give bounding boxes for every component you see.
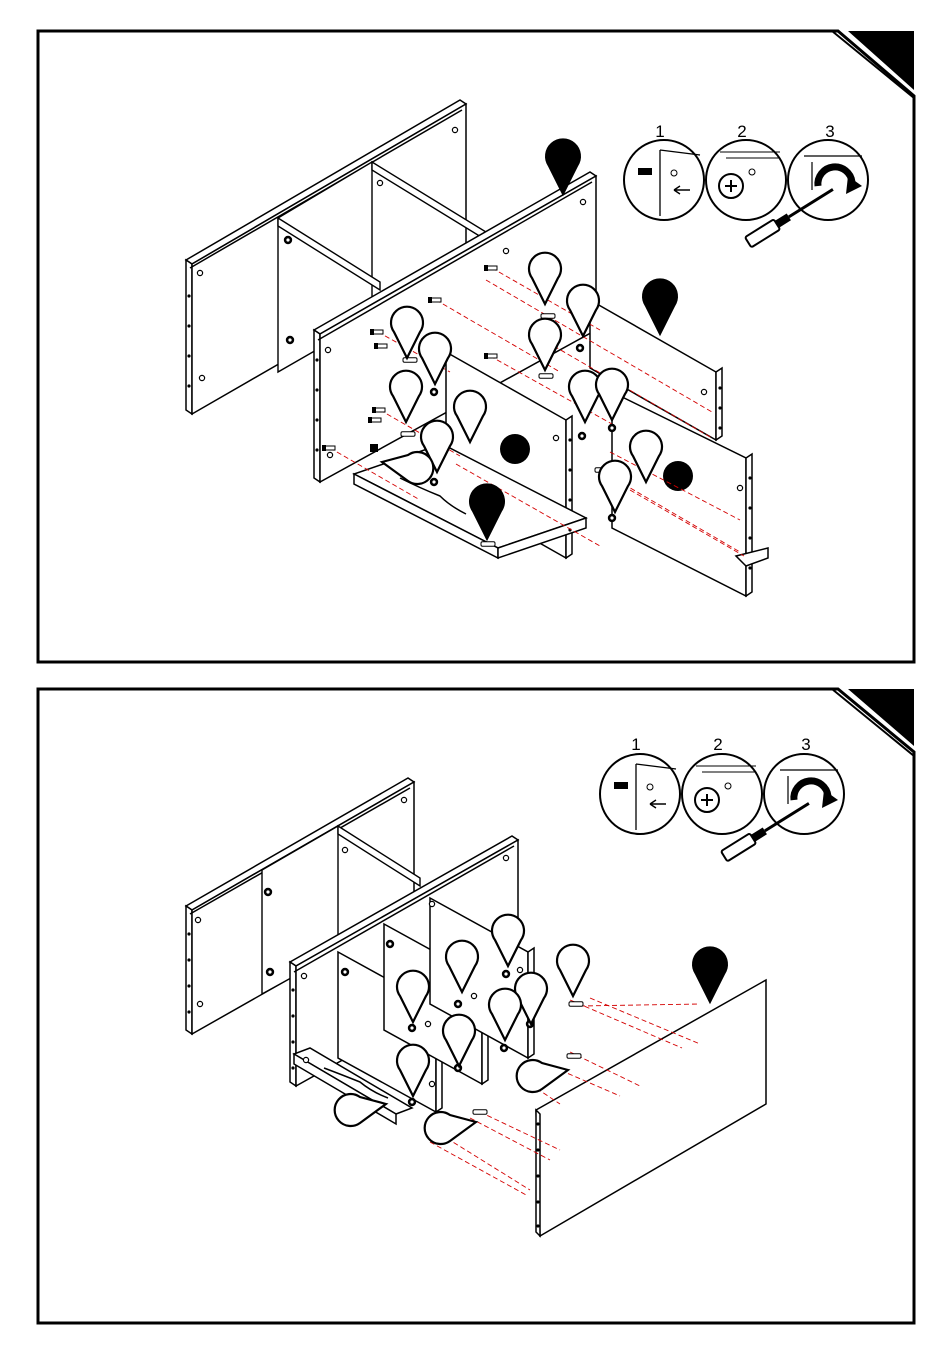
- inset-step-3-label: 3: [801, 735, 810, 754]
- inset-step-1-label: 1: [631, 735, 640, 754]
- cam-screw-icon: [614, 782, 628, 789]
- inset-step-2-label: 2: [713, 735, 722, 754]
- inset-step-1-label: 1: [655, 122, 664, 141]
- inset-step-2-label: 2: [737, 122, 746, 141]
- step1-panel: 1 2 3: [38, 31, 914, 662]
- inset-step-3-label: 3: [825, 122, 834, 141]
- cam-screw-icon: [638, 168, 652, 175]
- step2-panel: 1 2 3: [38, 689, 914, 1323]
